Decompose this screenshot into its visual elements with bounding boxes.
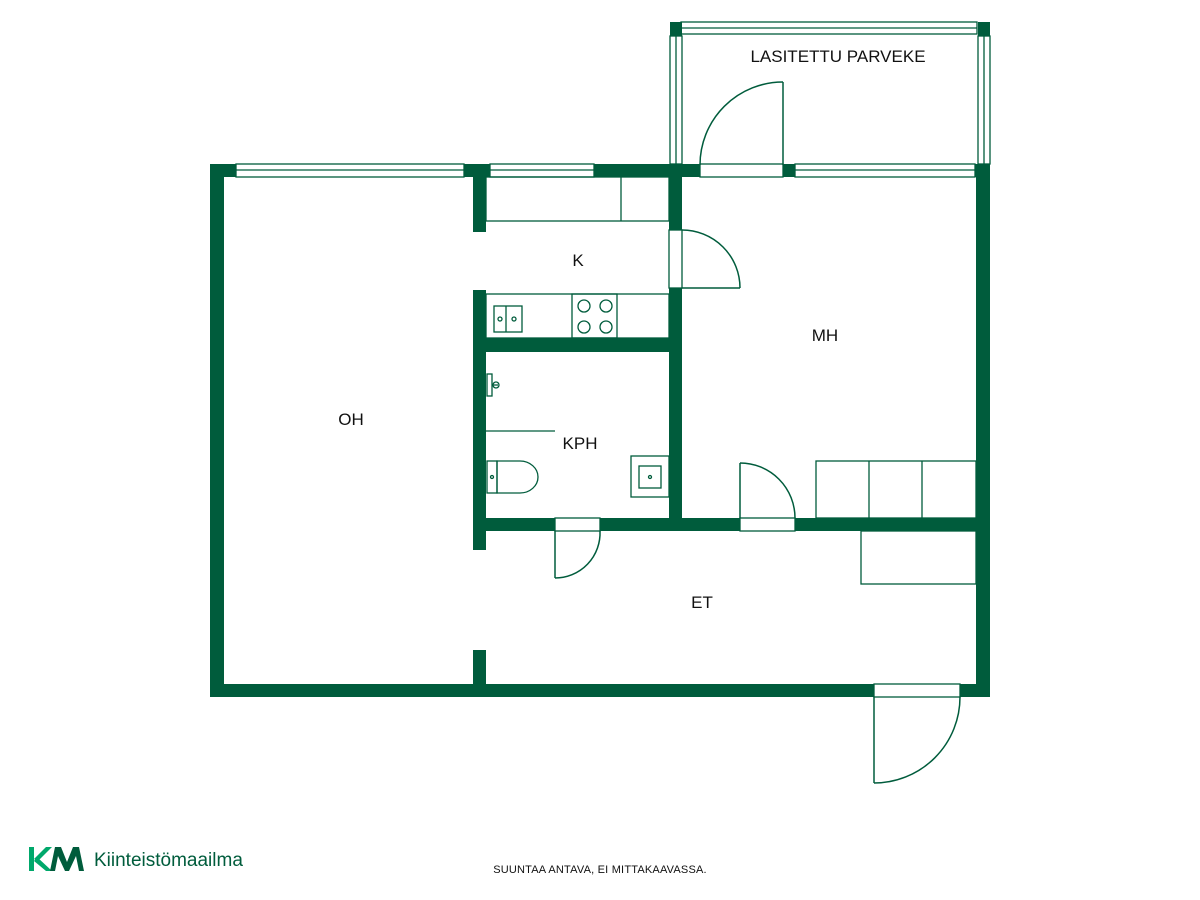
washbasin-icon: [630, 455, 670, 498]
room-label-bathroom: KPH: [563, 434, 598, 453]
brand-name: Kiinteistömaailma: [94, 850, 243, 871]
room-label-kitchen: K: [572, 251, 584, 270]
room-label-bedroom: MH: [812, 326, 838, 345]
kitchen-fixtures: [485, 176, 670, 339]
km-logo-icon: [29, 847, 84, 871]
balcony-area: [669, 21, 991, 166]
room-label-living: OH: [338, 410, 364, 429]
wardrobes: [815, 460, 977, 585]
sink-icon: [493, 305, 523, 333]
scale-disclaimer: SUUNTAA ANTAVA, EI MITTAKAAVASSA.: [493, 864, 707, 876]
outer-walls: [210, 164, 990, 697]
bathroom-fixtures: [486, 373, 670, 498]
room-label-hallway: ET: [691, 593, 713, 612]
shower-icon: [486, 373, 500, 397]
interior-walls: [473, 164, 990, 697]
doors: [554, 229, 961, 784]
brand-logo: Kiinteistömaailma: [29, 847, 243, 871]
toilet-icon: [486, 460, 539, 494]
stove-icon: [571, 293, 618, 339]
room-label-balcony: LASITETTU PARVEKE: [750, 47, 925, 66]
